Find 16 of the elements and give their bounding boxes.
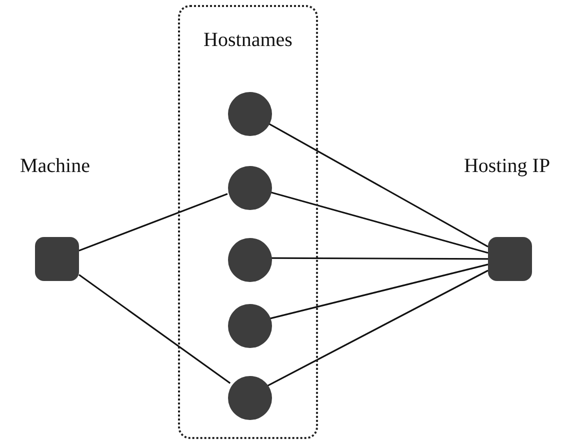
connector-line xyxy=(78,193,228,252)
connector-line xyxy=(267,270,488,387)
hostname-node xyxy=(228,238,272,282)
node-label: Machine xyxy=(19,155,91,178)
group-title: Hostnames xyxy=(202,29,294,52)
hostname-node xyxy=(228,376,272,420)
connector-line xyxy=(268,191,488,254)
hostname-group-frame xyxy=(178,5,318,439)
node-label: Hosting IP xyxy=(462,155,552,178)
hostname-node xyxy=(228,166,272,210)
connector-line xyxy=(78,274,231,384)
hostname-node xyxy=(228,92,272,136)
connector-line xyxy=(266,122,488,248)
connector-line xyxy=(270,257,488,260)
connector-line xyxy=(269,264,488,320)
hostname-node xyxy=(228,304,272,348)
